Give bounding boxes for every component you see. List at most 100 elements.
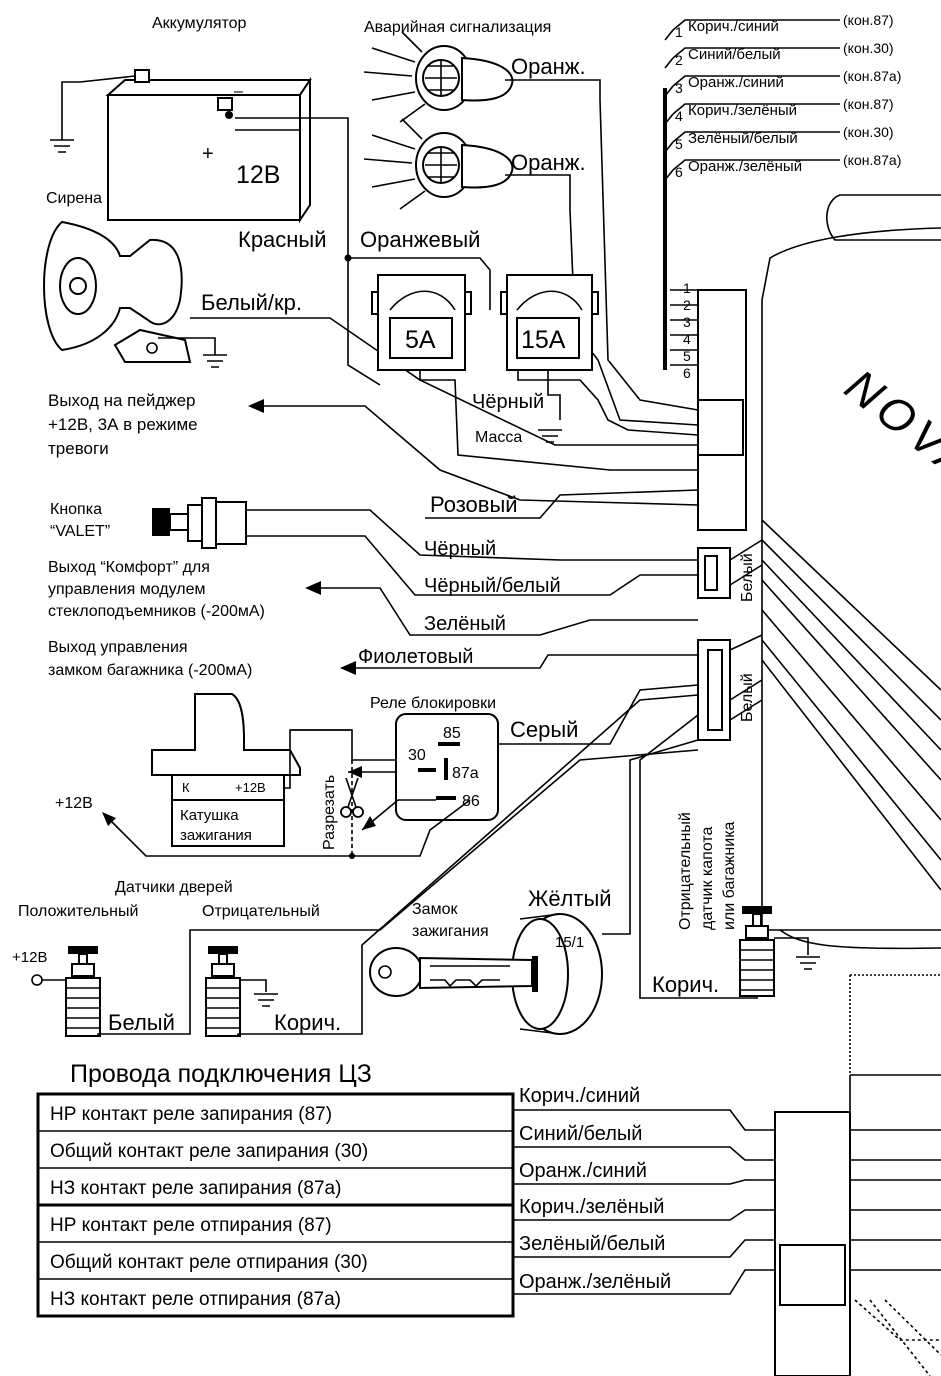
comfort-out-line: Выход “Комфорт” для: [48, 559, 210, 576]
yellow-wire-label: Жёлтый: [528, 886, 612, 911]
fuse-5a: [371, 274, 472, 371]
cz-table-title: Провода подключения ЦЗ: [70, 1060, 372, 1088]
coil-k: К: [182, 780, 190, 795]
cz-pin-color: Зелёный/белый: [688, 130, 798, 147]
cz-pin-contact: (кон.87а): [843, 68, 901, 84]
green-wire-label: Зелёный: [424, 613, 506, 635]
cz-pin-color: Синий/белый: [688, 46, 781, 63]
cz-pin-num: 5: [675, 136, 683, 152]
scissors-icon: [340, 777, 364, 818]
orange-wire-label: Оранжевый: [360, 227, 480, 252]
cz-pin-contact: (кон.30): [843, 124, 894, 140]
cz-row-wire: Оранж./синий: [519, 1160, 647, 1182]
ign-switch-label: зажигания: [412, 923, 489, 940]
connector-pin-label: 3: [683, 314, 691, 330]
ignition-coil: [151, 693, 301, 847]
cz-pin-contact: (кон.30): [843, 40, 894, 56]
ign-pin-label: 15/1: [555, 934, 584, 951]
comfort-out-line: стеклоподъемников (-200мА): [48, 603, 265, 620]
alarm-unit: NOVA: [761, 194, 941, 950]
valet-label: “VALET”: [50, 523, 110, 540]
hazard-wire-label: Оранж.: [511, 150, 586, 175]
relay-pin: 85: [443, 725, 461, 742]
ground-icon: [50, 139, 74, 153]
battery-minus: –: [234, 83, 243, 100]
violet-wire-label: Фиолетовый: [358, 646, 473, 668]
trunk-out-line: Выход управления: [48, 639, 188, 656]
hood-sensor-label: датчик капота: [699, 826, 716, 930]
cz-pin-num: 2: [675, 52, 683, 68]
battery-plus: +: [202, 143, 214, 165]
coil-label: зажигания: [180, 827, 252, 844]
fuse-5a-label: 5A: [405, 326, 436, 354]
cz-row-wire: Корич./зелёный: [519, 1196, 664, 1218]
cz-row-desc: Общий контакт реле отпирания (30): [50, 1252, 368, 1273]
cz-pin-num: 1: [675, 24, 683, 40]
black-main-label: Чёрный: [472, 391, 544, 413]
cz-row-wire: Корич./синий: [519, 1085, 640, 1107]
relay-pin: 30: [408, 747, 426, 764]
pager-out-line: Выход на пейджер: [48, 391, 196, 410]
battery: [105, 69, 312, 224]
pink-wire-label: Розовый: [430, 492, 518, 517]
black-white-wire-label: Чёрный/белый: [424, 575, 561, 597]
gray-wire-label: Серый: [510, 717, 578, 742]
white-door-label: Белый: [108, 1010, 175, 1035]
battery-label: Аккумулятор: [152, 15, 247, 32]
connector-pin-label: 5: [683, 348, 691, 364]
trunk-out-line: замком багажника (-200мА): [48, 662, 252, 679]
unit-logo: NOVA: [836, 359, 941, 493]
coil-12v: +12В: [235, 780, 266, 795]
ground-icon: [538, 429, 562, 443]
block-relay-label: Реле блокировки: [370, 695, 496, 712]
ground-icon: [203, 354, 227, 368]
ign-switch-label: Замок: [412, 901, 458, 918]
cz-pin-contact: (кон.87а): [843, 152, 901, 168]
brown-hood-label: Корич.: [652, 972, 719, 997]
hazard-label: Аварийная сигнализация: [364, 19, 551, 36]
cz-row-wire: Зелёный/белый: [519, 1233, 665, 1255]
cz-pin-color: Корич./зелёный: [688, 102, 797, 119]
cz-row-desc: НЗ контакт реле отпирания (87а): [50, 1289, 341, 1310]
hazard-lamp-icon: [363, 31, 514, 123]
red-wire-label: Красный: [238, 227, 327, 252]
connector-pin-label: 4: [683, 331, 691, 347]
cz-row-wire: Синий/белый: [519, 1123, 642, 1145]
hood-sensor-label: Отрицательный: [677, 812, 694, 930]
cz-pin-color: Оранж./зелёный: [688, 158, 802, 175]
door-sensor-positive: [65, 946, 101, 1037]
plus12-label: +12В: [55, 795, 93, 812]
siren-icon: [43, 220, 192, 363]
valet-label: Кнопка: [50, 501, 102, 518]
cz-pin-contact: (кон.87): [843, 12, 894, 28]
fuse-15a-label: 15A: [521, 326, 566, 354]
negative-label: Отрицательный: [202, 903, 320, 920]
cz-pin-num: 4: [675, 108, 683, 124]
battery-voltage: 12В: [236, 161, 280, 189]
cz-pin-color: Оранж./синий: [688, 74, 784, 91]
connector-pin-label: 6: [683, 365, 691, 381]
cz-row-desc: Общий контакт реле запирания (30): [50, 1141, 368, 1162]
door-sensors-label: Датчики дверей: [115, 879, 233, 896]
fuse-15a: [500, 274, 599, 371]
ground-icon: [254, 993, 278, 1007]
white-connector-label: Белый: [739, 673, 756, 722]
siren-wire-label: Белый/кр.: [201, 290, 302, 315]
hood-sensor: [739, 906, 775, 997]
relay-pin: 87a: [452, 765, 479, 782]
key-icon: [369, 947, 533, 997]
ground-icon: [796, 956, 820, 970]
black-wire-label: Чёрный: [424, 538, 496, 560]
cz-row-wire: Оранж./зелёный: [519, 1271, 671, 1293]
valet-button-icon: [152, 497, 247, 549]
connector-pin-label: 1: [683, 280, 691, 296]
relay-pin: 86: [462, 793, 480, 810]
cz-block-connector: [774, 974, 941, 1376]
pager-out-line: тревоги: [48, 439, 109, 458]
cz-pin-color: Корич./синий: [688, 18, 779, 35]
cz-row-desc: НР контакт реле запирания (87): [50, 1104, 332, 1125]
cz-pin-contact: (кон.87): [843, 96, 894, 112]
hazard-wire-label: Оранж.: [511, 54, 586, 79]
connector-pin-label: 2: [683, 297, 691, 313]
